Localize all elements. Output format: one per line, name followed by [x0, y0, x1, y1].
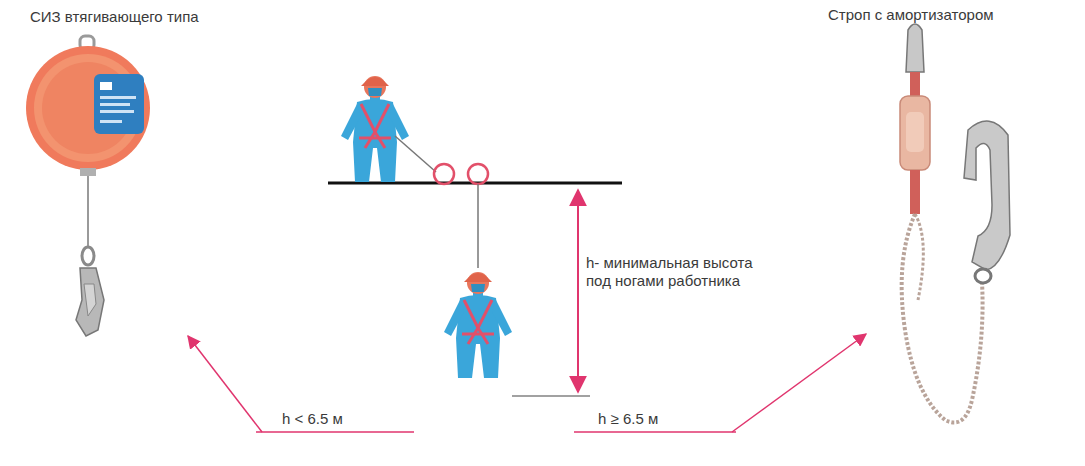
lanyard-caption: Строп с амортизатором	[828, 6, 994, 24]
device-caption: СИЗ втягивающего типа	[30, 8, 199, 26]
fall-scene	[328, 76, 622, 396]
retractable-device	[26, 36, 150, 336]
range-label: h < 6.5 м	[282, 410, 343, 428]
height-note: h- минимальная высота под ногами работни…	[586, 254, 762, 290]
lanyard-with-absorber	[900, 24, 1010, 423]
range-label: h ≥ 6.5 м	[598, 410, 658, 428]
leader-lines	[188, 334, 866, 432]
